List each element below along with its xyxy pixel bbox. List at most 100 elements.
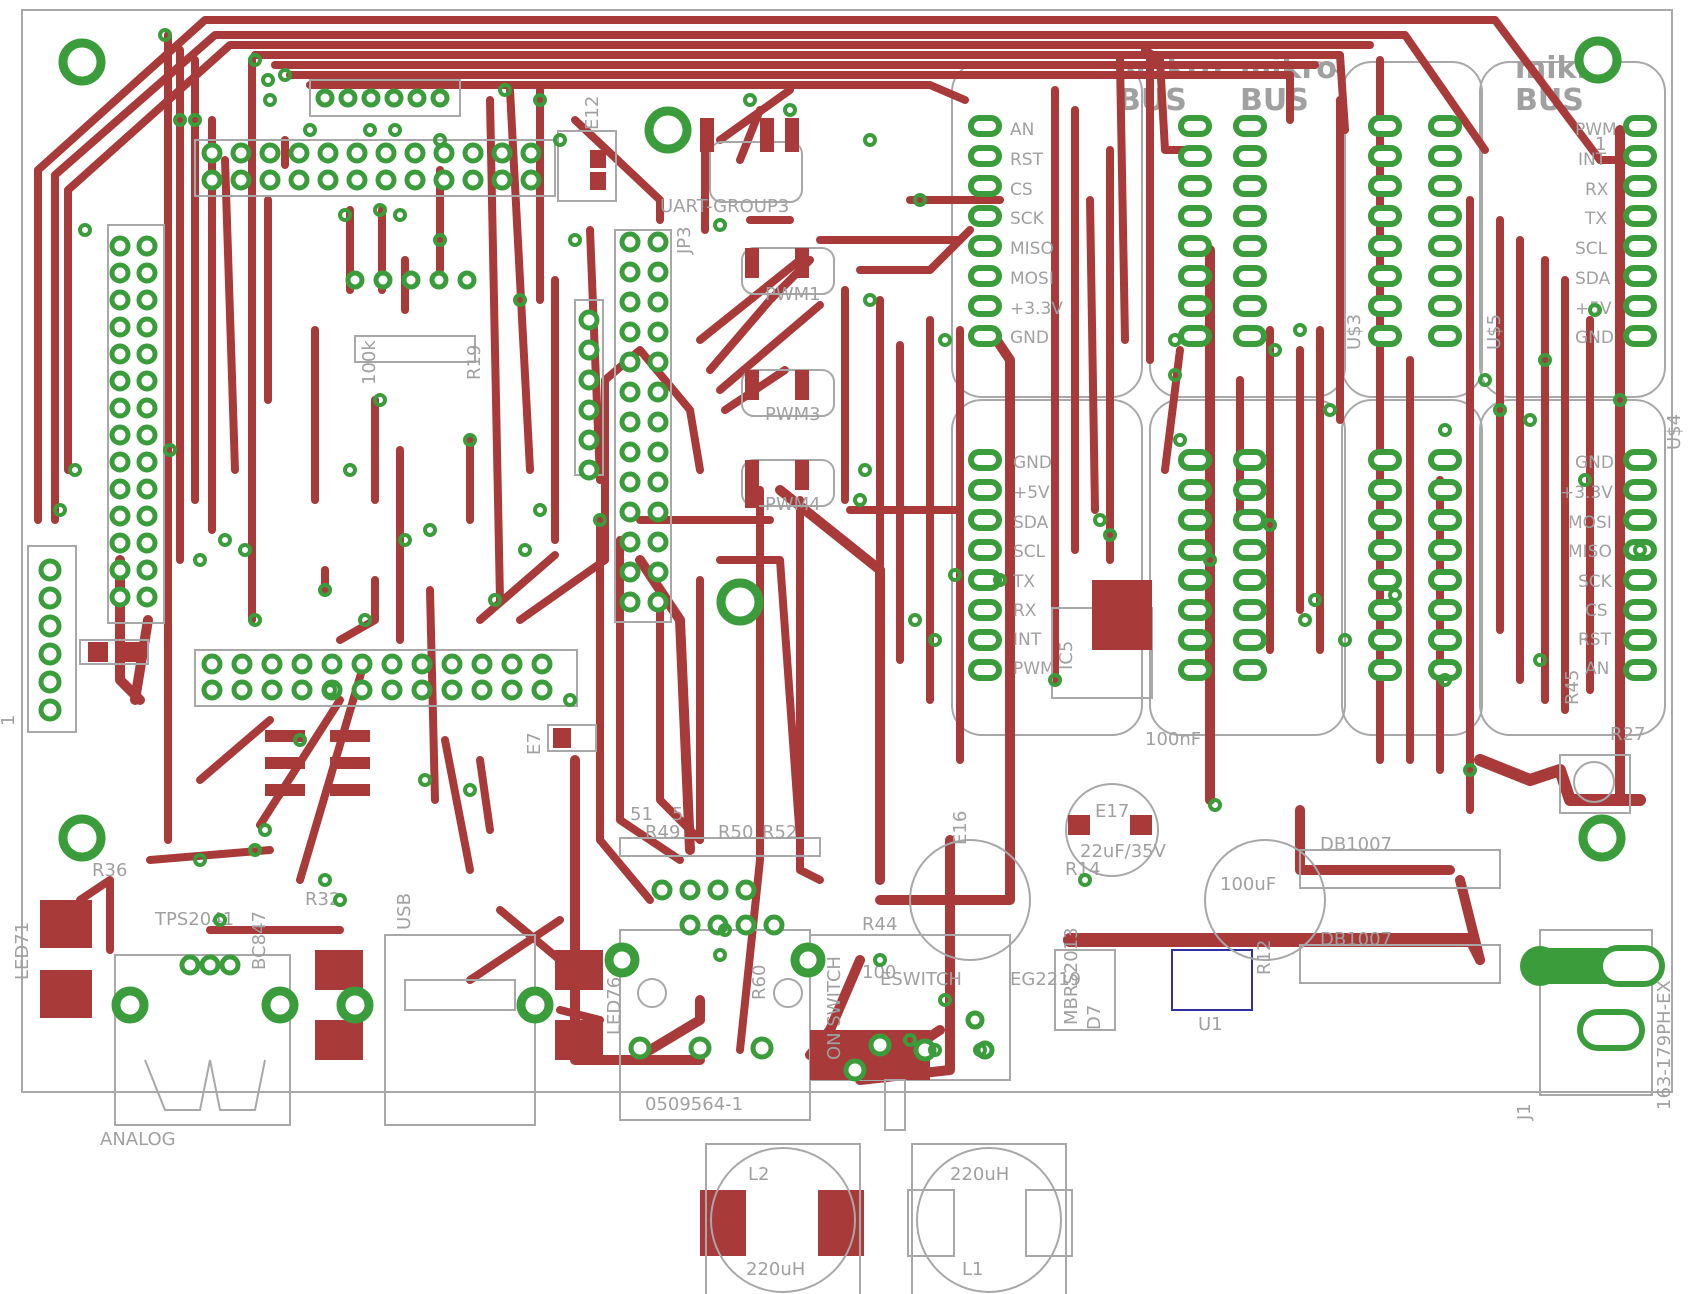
top-connector-pad (338, 88, 358, 108)
center-header-pad (647, 501, 669, 523)
top-header-pad (230, 169, 252, 191)
inductor-l2: L2 220uH (705, 1143, 861, 1294)
svg-text:1: 1 (1595, 134, 1606, 155)
mikrobus-pad (1623, 205, 1657, 227)
bottom-header-pad (441, 653, 463, 675)
mikrobus-pad (1178, 325, 1212, 347)
switch-pad (913, 1038, 937, 1062)
mikrobus-pad (1428, 629, 1462, 651)
mikrobus-pad (1428, 175, 1462, 197)
rj-pad (679, 914, 701, 936)
svg-text:L2: L2 (748, 1164, 769, 1185)
center-header-pad (647, 561, 669, 583)
via (903, 1033, 917, 1047)
usb-pad (199, 954, 221, 976)
svg-text:R49: R49 (645, 822, 680, 843)
svg-text:EG2219: EG2219 (1010, 969, 1081, 990)
svg-text:E17: E17 (1095, 801, 1129, 822)
via (713, 948, 727, 962)
connector-hole (261, 986, 299, 1024)
center-header-pad (647, 531, 669, 553)
via (418, 773, 432, 787)
switch-pad (965, 1010, 985, 1030)
center-single-pad (578, 339, 600, 361)
center-header-pad (647, 321, 669, 343)
via (1538, 353, 1552, 367)
via (1168, 368, 1182, 382)
mikrobus-pad (968, 205, 1002, 227)
usb-pad (179, 954, 201, 976)
via (213, 913, 227, 927)
svg-text:INT: INT (1013, 630, 1042, 650)
rj-pad (735, 879, 757, 901)
mikrobus-pad (1233, 295, 1267, 317)
svg-text:E7: E7 (524, 732, 545, 755)
mikrobus-pad (1623, 449, 1657, 471)
mikrobus-pad (1623, 115, 1657, 137)
mikrobus-pad (1623, 175, 1657, 197)
mikrobus-pad (1233, 145, 1267, 167)
via (343, 463, 357, 477)
bottom-header-pad (261, 653, 283, 675)
svg-text:TX: TX (1012, 572, 1035, 592)
top-header-pad (433, 169, 455, 191)
mikrobus-pad (1368, 205, 1402, 227)
center-header-pad (647, 591, 669, 613)
left-header-pad (136, 397, 158, 419)
mikrobus-pad (1178, 659, 1212, 681)
left-header-pad (109, 451, 131, 473)
via (1293, 323, 1307, 337)
mikrobus-pad (968, 629, 1002, 651)
mikrobus-pad (1233, 175, 1267, 197)
left-header-pad (109, 505, 131, 527)
top-header-pad (375, 169, 397, 191)
svg-text:163-179PH-EX: 163-179PH-EX (1654, 980, 1675, 1110)
mikrobus-pad (1428, 539, 1462, 561)
mikrobus-pad (968, 235, 1002, 257)
mikrobus-pad (1623, 145, 1657, 167)
mikrobus-pad (968, 659, 1002, 681)
svg-text:+3.3V: +3.3V (1010, 299, 1063, 319)
via (338, 208, 352, 222)
left-header-pad (109, 262, 131, 284)
connector-hole (790, 942, 826, 978)
svg-text:D7: D7 (1084, 1005, 1105, 1030)
left-header-pad (109, 532, 131, 554)
via (53, 503, 67, 517)
mikrobus-pad (1233, 659, 1267, 681)
svg-text:MBRS2013: MBRS2013 (1061, 927, 1082, 1025)
svg-text:BC847: BC847 (249, 911, 270, 970)
center-single-pad (578, 369, 600, 391)
svg-text:PWM: PWM (1575, 120, 1617, 140)
svg-text:INT: INT (1578, 150, 1607, 170)
mikrobus-pad (1368, 295, 1402, 317)
via (863, 133, 877, 147)
svg-text:J1: J1 (1514, 1103, 1535, 1121)
bottom-header-pad (411, 679, 433, 701)
via (158, 28, 172, 42)
resistor-pad (429, 270, 449, 290)
via (388, 123, 402, 137)
mikrobus-pad (1233, 509, 1267, 531)
mikrobus-pad (1178, 629, 1212, 651)
top-connector-pad (315, 88, 335, 108)
via (1103, 528, 1117, 542)
bottom-header-pad (201, 653, 223, 675)
via (1093, 513, 1107, 527)
mikrobus-pad (1233, 325, 1267, 347)
left-header-pad (136, 316, 158, 338)
top-header-pad (433, 142, 455, 164)
via (713, 218, 727, 232)
mikrobus-pad (1178, 175, 1212, 197)
left-header-pad (109, 586, 131, 608)
via (358, 613, 372, 627)
mikrobus-pad (1368, 145, 1402, 167)
center-header-pad (619, 501, 641, 523)
center-single-pad (578, 399, 600, 421)
top-header-pad (404, 169, 426, 191)
center-header-pad (619, 441, 641, 463)
mikrobus-pad (1428, 205, 1462, 227)
center-header-pad (619, 471, 641, 493)
via (593, 513, 607, 527)
